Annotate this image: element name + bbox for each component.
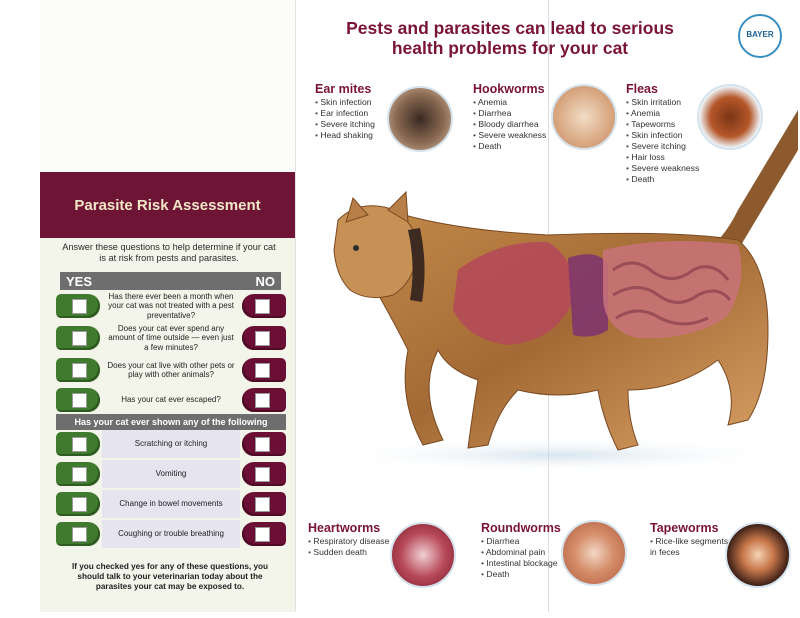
bayer-logo: BAYER xyxy=(738,14,782,58)
yes-checkbox[interactable] xyxy=(56,492,100,516)
no-checkbox[interactable] xyxy=(242,326,286,350)
pest-symptom: Severe weakness xyxy=(626,163,699,174)
blank-flap xyxy=(40,0,295,172)
pest-ear-mites: Ear mites Skin infection Ear infection S… xyxy=(315,82,375,141)
roundworm-icon xyxy=(561,520,627,586)
question-text: Has your cat ever escaped? xyxy=(121,395,221,405)
pest-symptom: Anemia xyxy=(473,97,546,108)
question-row: Does your cat live with other pets or pl… xyxy=(56,356,286,384)
pest-symptom: Diarrhea xyxy=(473,108,546,119)
symptom-row: Vomiting xyxy=(56,460,286,488)
yes-checkbox[interactable] xyxy=(56,462,100,486)
yes-no-header: YES NO xyxy=(60,272,281,290)
page-title: Pests and parasites can lead to serious … xyxy=(300,18,720,58)
yes-checkbox[interactable] xyxy=(56,388,100,412)
pest-symptom: Anemia xyxy=(626,108,699,119)
question-row: Has there ever been a month when your ca… xyxy=(56,292,286,320)
cat-illustration xyxy=(318,110,798,473)
no-label: NO xyxy=(255,274,276,289)
pest-symptom: Skin infection xyxy=(315,97,375,108)
pest-roundworms: Roundworms Diarrhea Abdominal pain Intes… xyxy=(481,521,561,580)
no-checkbox[interactable] xyxy=(242,492,286,516)
hookworm-icon xyxy=(551,84,617,150)
pest-symptom: Severe weakness xyxy=(473,130,546,141)
title-line-2: health problems for your cat xyxy=(391,38,629,58)
card-title: Parasite Risk Assessment xyxy=(74,196,261,214)
tapeworm-icon xyxy=(725,522,791,588)
pest-symptom: Death xyxy=(481,569,561,580)
no-checkbox[interactable] xyxy=(242,294,286,318)
pest-symptom: Death xyxy=(626,174,699,185)
pest-symptom: Tapeworms xyxy=(626,119,699,130)
yes-checkbox[interactable] xyxy=(56,294,100,318)
symptom-text: Change in bowel movements xyxy=(102,490,240,518)
pest-name: Ear mites xyxy=(315,82,372,96)
pest-name: Tapeworms xyxy=(650,521,719,535)
pest-symptom: Intestinal blockage xyxy=(481,558,561,569)
footer-note: If you checked yes for any of these ques… xyxy=(71,562,269,591)
no-checkbox[interactable] xyxy=(242,462,286,486)
card-header: Parasite Risk Assessment xyxy=(40,172,295,238)
symptom-row: Coughing or trouble breathing xyxy=(56,520,286,548)
pest-symptom: Head shaking xyxy=(315,130,375,141)
risk-assessment-card: Parasite Risk Assessment Answer these qu… xyxy=(40,172,295,612)
pest-tapeworms: Tapeworms Rice-like segments in feces xyxy=(650,521,730,558)
pest-symptom: Severe itching xyxy=(315,119,374,130)
pest-symptom: Abdominal pain xyxy=(481,547,561,558)
question-text: Does your cat live with other pets or pl… xyxy=(107,360,235,380)
yes-checkbox[interactable] xyxy=(56,432,100,456)
pest-symptom: Rice-like segments in feces xyxy=(650,536,730,558)
pest-symptom: Severe itching xyxy=(626,141,699,152)
question-text: Has there ever been a month when your ca… xyxy=(108,291,234,320)
pest-symptom: Death xyxy=(473,141,546,152)
pest-name: Fleas xyxy=(626,82,658,96)
symptom-text: Vomiting xyxy=(102,460,240,488)
intro-text: Answer these questions to help determine… xyxy=(62,242,276,263)
no-checkbox[interactable] xyxy=(242,388,286,412)
symptom-row: Scratching or itching xyxy=(56,430,286,458)
pest-fleas: Fleas Skin irritation Anemia Tapeworms S… xyxy=(626,82,699,185)
title-line-1: Pests and parasites can lead to serious xyxy=(346,18,674,38)
pest-symptom: Sudden death xyxy=(308,547,389,558)
no-checkbox[interactable] xyxy=(242,522,286,546)
pest-symptom: Skin infection xyxy=(626,130,699,141)
yes-label: YES xyxy=(66,274,93,289)
pest-name: Roundworms xyxy=(481,521,561,535)
symptom-row: Change in bowel movements xyxy=(56,490,286,518)
risk-assessment-panel: Parasite Risk Assessment Answer these qu… xyxy=(40,0,296,612)
pest-symptom: Respiratory disease xyxy=(308,536,389,547)
pest-name: Heartworms xyxy=(308,521,381,535)
ear-mite-icon xyxy=(387,86,453,152)
pest-symptom: Ear infection xyxy=(315,108,375,119)
yes-checkbox[interactable] xyxy=(56,326,100,350)
question-text: Does your cat ever spend any amount of t… xyxy=(108,323,234,352)
no-checkbox[interactable] xyxy=(242,358,286,382)
question-row: Does your cat ever spend any amount of t… xyxy=(56,324,286,352)
yes-checkbox[interactable] xyxy=(56,358,100,382)
no-checkbox[interactable] xyxy=(242,432,286,456)
question-row: Has your cat ever escaped? xyxy=(56,386,286,414)
symptoms-heading: Has your cat ever shown any of the follo… xyxy=(56,414,286,443)
heartworm-icon xyxy=(390,522,456,588)
pest-symptom: Hair loss xyxy=(626,152,699,163)
bayer-logo-text: BAYER xyxy=(746,30,774,39)
symptom-text: Coughing or trouble breathing xyxy=(102,520,240,548)
pest-symptom: Bloody diarrhea xyxy=(473,119,546,130)
flea-icon xyxy=(697,84,763,150)
pest-symptom: Diarrhea xyxy=(481,536,561,547)
pest-heartworms: Heartworms Respiratory disease Sudden de… xyxy=(308,521,389,558)
pest-hookworms: Hookworms Anemia Diarrhea Bloody diarrhe… xyxy=(473,82,546,152)
symptom-text: Scratching or itching xyxy=(102,430,240,458)
pest-name: Hookworms xyxy=(473,82,545,96)
yes-checkbox[interactable] xyxy=(56,522,100,546)
pest-symptom: Skin irritation xyxy=(626,97,699,108)
